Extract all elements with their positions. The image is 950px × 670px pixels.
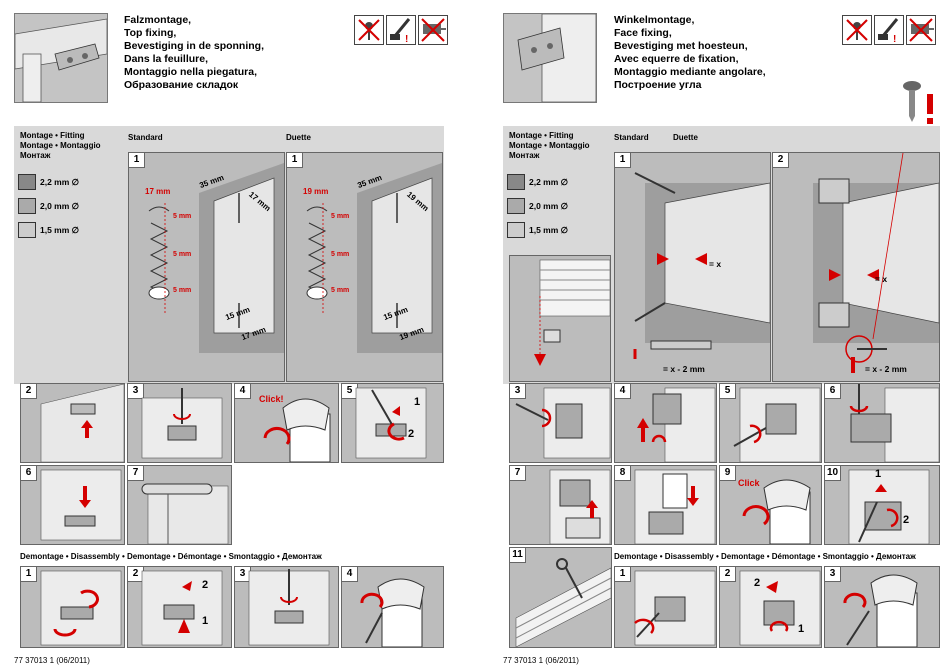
header-illustration-left: [14, 13, 108, 103]
duette-label-left: Duette: [286, 133, 311, 142]
svg-text:!: !: [893, 34, 896, 44]
drill-sizes-left: 2,2 mm ∅ 2,0 mm ∅ 1,5 mm ∅: [18, 170, 79, 242]
step-2: 2: [20, 383, 125, 463]
svg-text:!: !: [405, 34, 408, 44]
demontage-heading-right: Demontage • Disassembly • Demontage • Dé…: [614, 552, 916, 561]
step-6-right: 6: [824, 383, 940, 463]
step-10-right: 10 1 2: [824, 465, 940, 545]
screwdriver-icon: !: [874, 15, 904, 45]
standard-label-right: Standard: [614, 133, 649, 142]
header-illustration-right: [503, 13, 597, 103]
montage-heading-left: Montage • Fitting Montage • Montaggio Мо…: [20, 131, 101, 160]
step-3: 3: [127, 383, 232, 463]
step-11-right: 11: [509, 547, 612, 648]
no-drill-icon: [418, 15, 448, 45]
no-screw-icon: [842, 15, 872, 45]
step-6: 6: [20, 465, 125, 545]
drill-sizes-right: 2,2 mm ∅ 2,0 mm ∅ 1,5 mm ∅: [507, 170, 568, 242]
step-1-right: 1 = x = x - 2 mm: [614, 152, 771, 382]
dstep-1-right: 1: [614, 566, 717, 648]
no-drill-icon: [906, 15, 936, 45]
side-diagram-right: [509, 255, 611, 382]
dstep-2-right: 2 2 1: [719, 566, 822, 648]
standard-label-left: Standard: [128, 133, 163, 142]
step-3-right: 3: [509, 383, 612, 463]
step-8-right: 8: [614, 465, 717, 545]
montage-heading-right: Montage • Fitting Montage • Montaggio Мо…: [509, 131, 590, 160]
demontage-heading-left: Demontage • Disassembly • Demontage • Dé…: [20, 552, 322, 561]
dstep-1-left: 1: [20, 566, 125, 648]
dstep-4-left: 4: [341, 566, 444, 648]
footer-right: 77 37013 1 (06/2011): [503, 656, 579, 665]
title-right: Winkelmontage, Face fixing, Bevestiging …: [614, 14, 766, 91]
step-4-right: 4: [614, 383, 717, 463]
bracket-icon: [507, 174, 525, 190]
wood-icon: [507, 198, 525, 214]
title-left: Falzmontage, Top fixing, Bevestiging in …: [124, 14, 265, 91]
no-screw-icon: [354, 15, 384, 45]
step-7-right: 7: [509, 465, 612, 545]
step-1-standard: 1 17 mm 35 mm 17 mm 5 mm 5 mm 5 mm 15 mm…: [128, 152, 285, 382]
step-2-right: 2 = x = x - 2 mm: [772, 152, 940, 382]
step-4: 4 Click!: [234, 383, 339, 463]
step-9-right: 9 Click: [719, 465, 822, 545]
screw-icon: [900, 80, 924, 127]
wood-icon: [18, 198, 36, 214]
dstep-3-right: 3: [824, 566, 940, 648]
step-5-right: 5: [719, 383, 822, 463]
aluminium-icon: [507, 222, 525, 238]
duette-label-right: Duette: [673, 133, 698, 142]
dstep-3-left: 3: [234, 566, 339, 648]
screwdriver-icon: !: [386, 15, 416, 45]
aluminium-icon: [18, 222, 36, 238]
bracket-icon: [18, 174, 36, 190]
step-5: 5 1 2: [341, 383, 444, 463]
footer-left: 77 37013 1 (06/2011): [14, 656, 90, 665]
dstep-2-left: 2 2 1: [127, 566, 232, 648]
step-7: 7: [127, 465, 232, 545]
warning-exclamation-icon: [924, 94, 936, 126]
step-1-duette: 1 19 mm 35 mm 19 mm 5 mm 5 mm 5 mm 15 mm…: [286, 152, 443, 382]
